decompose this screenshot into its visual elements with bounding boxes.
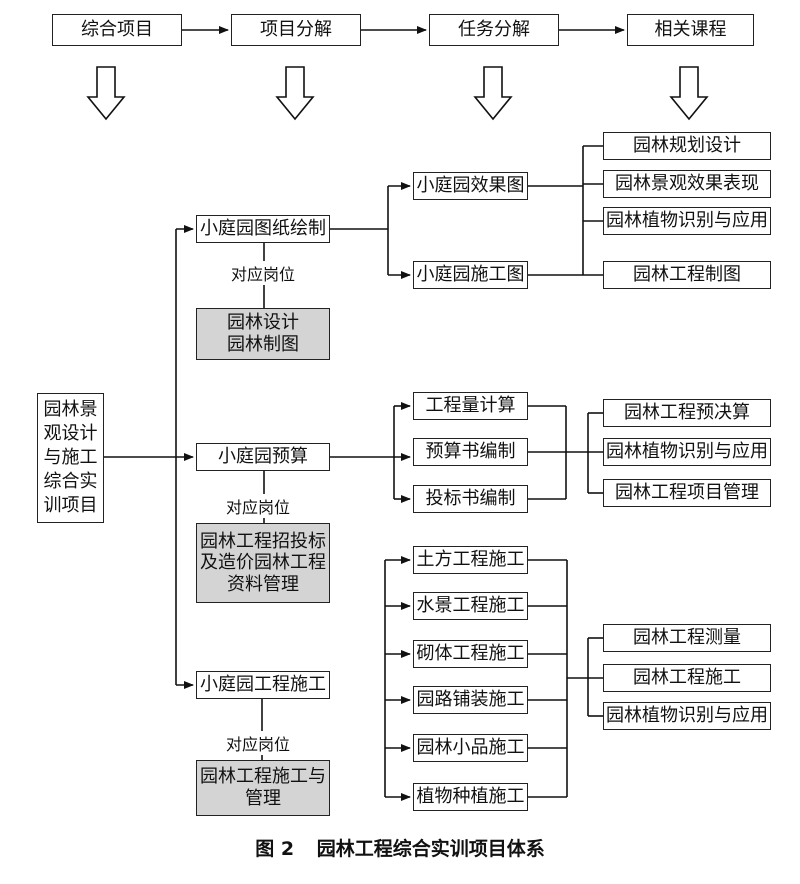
header-related-courses: 相关课程 (627, 14, 754, 46)
header-comprehensive-project: 综合项目 (52, 14, 182, 46)
post-line: 资料管理 (227, 573, 299, 595)
post-line: 及造价园林工程 (200, 552, 326, 574)
task-box: 水景工程施工 (413, 592, 528, 620)
figure-caption: 图 2 园林工程综合实训项目体系 (0, 834, 800, 861)
branch-construction: 小庭园工程施工 (196, 671, 330, 699)
root-line: 园林景 (43, 399, 98, 421)
branch-drawing: 小庭园图纸绘制 (196, 215, 330, 243)
task-box: 工程量计算 (413, 392, 528, 420)
down-arrow-icon (669, 66, 709, 121)
post-label: 对应岗位 (225, 494, 292, 518)
task-box: 土方工程施工 (413, 546, 528, 574)
course-box: 园林工程项目管理 (603, 479, 771, 507)
post-label: 对应岗位 (230, 261, 297, 285)
figure-number: 图 2 (255, 838, 295, 860)
task-box: 投标书编制 (413, 485, 528, 513)
course-box: 园林工程预决算 (603, 399, 771, 427)
post-line: 园林工程招投标 (200, 530, 326, 552)
post-line: 管理 (245, 788, 281, 809)
post-box-construction: 园林工程施工与 管理 (196, 760, 330, 816)
figure-title: 园林工程综合实训项目体系 (316, 838, 545, 860)
root-line: 观设计 (43, 423, 98, 445)
post-line: 园林设计 (227, 312, 299, 334)
task-box: 小庭园效果图 (413, 172, 528, 200)
root-line: 与施工 (43, 447, 98, 469)
task-box: 园路铺装施工 (413, 686, 528, 714)
down-arrow-icon (275, 66, 315, 121)
root-project: 园林景 观设计 与施工 综合实 训项目 (37, 393, 104, 523)
task-box: 砌体工程施工 (413, 640, 528, 668)
post-line: 园林制图 (227, 334, 299, 355)
down-arrow-icon (86, 66, 126, 121)
course-box: 园林植物识别与应用 (603, 438, 771, 466)
course-box: 园林植物识别与应用 (603, 207, 771, 235)
course-box: 园林植物识别与应用 (603, 702, 771, 730)
task-box: 植物种植施工 (413, 783, 528, 811)
course-box: 园林景观效果表现 (603, 170, 771, 198)
header-task-decomposition: 任务分解 (429, 14, 559, 46)
course-box: 园林工程测量 (603, 624, 771, 652)
down-arrow-icon (473, 66, 513, 121)
task-box: 小庭园施工图 (413, 261, 528, 289)
course-box: 园林工程制图 (603, 261, 771, 289)
post-box-budget: 园林工程招投标 及造价园林工程 资料管理 (196, 523, 330, 603)
post-box-drawing: 园林设计 园林制图 (196, 308, 330, 360)
post-label: 对应岗位 (225, 731, 292, 755)
branch-budget: 小庭园预算 (196, 443, 330, 471)
header-project-decomposition: 项目分解 (231, 14, 361, 46)
task-box: 园林小品施工 (413, 734, 528, 762)
root-line: 训项目 (43, 494, 98, 516)
post-line: 园林工程施工与 (200, 766, 326, 788)
course-box: 园林规划设计 (603, 132, 771, 160)
task-box: 预算书编制 (413, 438, 528, 466)
root-line: 综合实 (43, 470, 98, 492)
course-box: 园林工程施工 (603, 664, 771, 692)
